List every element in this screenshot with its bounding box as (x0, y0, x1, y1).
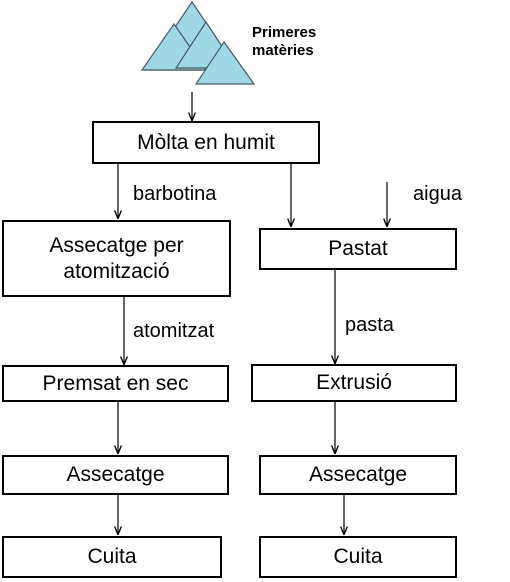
step-firing-right: Cuita (259, 536, 457, 578)
step-spray-drying: Assecatge per atomització (2, 220, 231, 297)
edge-label-slip: barbotina (133, 183, 217, 205)
raw-materials-label: Primeres matèries (252, 24, 316, 60)
edge-label-paste: pasta (345, 314, 394, 336)
step-spray-drying-label-line1: Assecatge per (49, 233, 184, 257)
raw-materials-label-line1: Primeres (252, 24, 317, 41)
triangles-icon (140, 0, 256, 85)
step-spray-drying-label: Assecatge per atomització (49, 233, 183, 285)
step-firing-left: Cuita (2, 536, 222, 578)
step-drying-left-label: Assecatge (66, 463, 165, 486)
step-extrusion-label: Extrusió (316, 371, 392, 394)
step-dry-pressing: Premsat en sec (2, 365, 229, 402)
step-dry-pressing-label: Premsat en sec (42, 371, 189, 395)
step-drying-right: Assecatge (259, 455, 457, 495)
step-kneading-label: Pastat (328, 237, 388, 260)
raw-materials-label-line2: matèries (252, 42, 314, 59)
step-wet-milling: Mòlta en humit (92, 121, 320, 164)
step-firing-right-label: Cuita (333, 545, 383, 568)
step-wet-milling-label: Mòlta en humit (137, 130, 275, 154)
step-extrusion: Extrusió (251, 364, 457, 402)
step-firing-left-label: Cuita (87, 545, 137, 568)
edge-label-water: aigua (413, 183, 462, 205)
step-spray-drying-label-line2: atomització (63, 259, 170, 283)
edge-label-atomized: atomitzat (133, 320, 215, 342)
step-drying-right-label: Assecatge (308, 463, 408, 486)
step-kneading: Pastat (259, 228, 457, 270)
step-drying-left: Assecatge (2, 455, 229, 495)
